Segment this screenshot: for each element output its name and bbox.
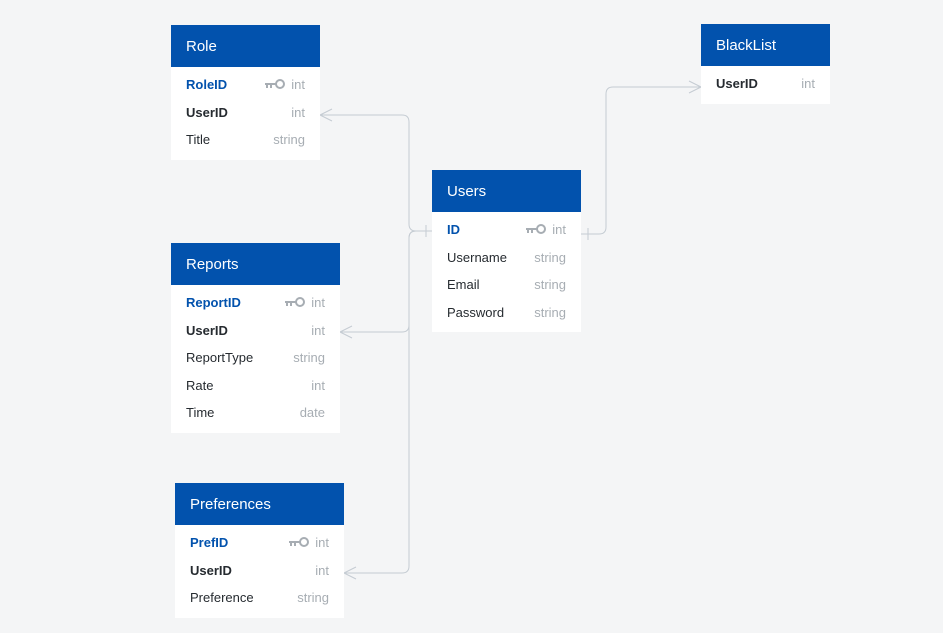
table-preferences-header[interactable]: Preferences xyxy=(175,483,344,525)
column-name: Password xyxy=(447,304,505,320)
column-type: int xyxy=(311,322,325,338)
crowfoot-role xyxy=(319,108,333,122)
column-type: int xyxy=(315,535,329,550)
column-row[interactable]: Preference string xyxy=(175,584,344,612)
column-type: int xyxy=(291,77,305,92)
column-name: UserID xyxy=(186,104,228,120)
table-preferences[interactable]: Preferences PrefID int UserID int Prefer… xyxy=(175,483,344,618)
table-role[interactable]: Role RoleID int UserID int Title string xyxy=(171,25,320,160)
column-name: Time xyxy=(186,405,215,420)
column-type: string xyxy=(534,277,566,292)
column-row[interactable]: Rate int xyxy=(171,372,340,400)
column-name: UserID xyxy=(186,322,228,338)
column-name: Preference xyxy=(190,590,254,605)
column-row[interactable]: UserID int xyxy=(171,317,340,345)
crowfoot-blacklist xyxy=(688,80,702,94)
column-name: Title xyxy=(186,132,211,147)
column-row[interactable]: Password string xyxy=(432,299,581,327)
column-row[interactable]: UserID int xyxy=(175,557,344,585)
column-row[interactable]: PrefID int xyxy=(175,529,344,557)
table-reports[interactable]: Reports ReportID int UserID int ReportTy… xyxy=(171,243,340,433)
column-name: ReportType xyxy=(186,350,254,365)
table-blacklist[interactable]: BlackList UserID int xyxy=(701,24,830,104)
column-type: int xyxy=(552,222,566,237)
column-row[interactable]: Email string xyxy=(432,271,581,299)
column-name: RoleID xyxy=(186,77,228,92)
column-row[interactable]: Time date xyxy=(171,399,340,427)
column-row[interactable]: Username string xyxy=(432,244,581,272)
column-name: PrefID xyxy=(190,535,229,550)
connector-role-users xyxy=(320,114,432,232)
column-type: int xyxy=(311,295,325,310)
column-row[interactable]: ReportID int xyxy=(171,289,340,317)
connector-blacklist-users xyxy=(581,86,701,235)
column-row[interactable]: RoleID int xyxy=(171,71,320,99)
column-row[interactable]: UserID int xyxy=(171,99,320,127)
column-name: Email xyxy=(447,277,480,292)
column-name: ReportID xyxy=(186,295,241,310)
primary-key-icon xyxy=(265,79,285,89)
connector-reports-users xyxy=(340,230,432,333)
column-type: int xyxy=(315,562,329,578)
primary-key-icon xyxy=(289,537,309,547)
column-row[interactable]: UserID int xyxy=(701,70,830,98)
table-role-header[interactable]: Role xyxy=(171,25,320,67)
table-users[interactable]: Users ID int Username string Email strin… xyxy=(432,170,581,332)
column-type: string xyxy=(293,350,325,365)
table-reports-header[interactable]: Reports xyxy=(171,243,340,285)
column-type: int xyxy=(291,104,305,120)
column-type: string xyxy=(534,304,566,320)
column-type: int xyxy=(311,377,325,393)
crowfoot-reports xyxy=(339,325,353,339)
column-type: string xyxy=(297,590,329,605)
crowfoot-preferences xyxy=(343,566,357,580)
primary-key-icon xyxy=(526,224,546,234)
column-name: Rate xyxy=(186,377,214,393)
column-type: date xyxy=(299,405,325,420)
column-type: int xyxy=(801,76,815,91)
column-name: ID xyxy=(447,222,460,237)
column-row[interactable]: Title string xyxy=(171,126,320,154)
column-type: string xyxy=(534,249,566,265)
table-users-header[interactable]: Users xyxy=(432,170,581,212)
connector-preferences-users xyxy=(344,230,432,574)
table-blacklist-header[interactable]: BlackList xyxy=(701,24,830,66)
column-name: UserID xyxy=(716,76,758,91)
primary-key-icon xyxy=(285,297,305,307)
column-name: Username xyxy=(447,249,507,265)
column-row[interactable]: ReportType string xyxy=(171,344,340,372)
column-type: string xyxy=(273,132,305,147)
column-name: UserID xyxy=(190,562,232,578)
column-row[interactable]: ID int xyxy=(432,216,581,244)
